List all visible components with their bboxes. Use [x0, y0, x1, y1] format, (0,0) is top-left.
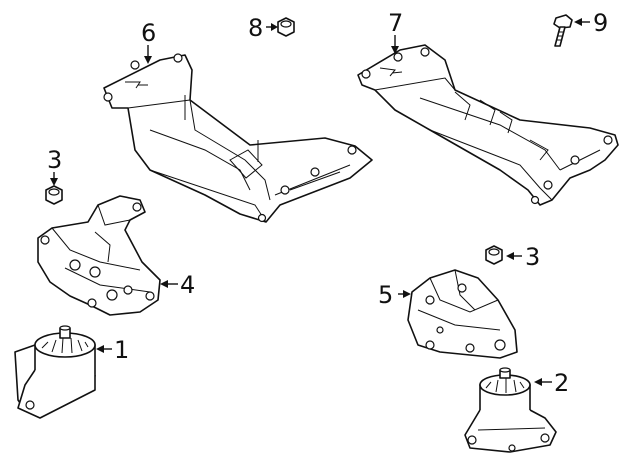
callout-9: 9 [593, 9, 608, 37]
bracket-5 [407, 269, 518, 359]
callout-2: 2 [554, 369, 569, 397]
leader-3-left [50, 172, 58, 186]
engine-mount-2 [464, 367, 557, 453]
leader-7 [391, 35, 399, 54]
bracket-4 [37, 195, 161, 316]
leader-4 [160, 280, 178, 288]
leader-9 [574, 18, 590, 26]
crossmember-right [357, 44, 619, 206]
callout-4: 4 [180, 271, 195, 299]
nut-3-right [485, 245, 503, 265]
callout-7: 7 [388, 9, 403, 37]
leader-5 [398, 290, 411, 298]
nut-8 [277, 17, 295, 37]
callout-3-left: 3 [47, 146, 62, 174]
leader-3-right [506, 252, 522, 260]
leader-2 [534, 378, 552, 386]
leader-8 [266, 23, 278, 31]
callout-3-right: 3 [525, 243, 540, 271]
leader-6 [144, 45, 152, 64]
leader-1 [96, 345, 112, 353]
callout-8: 8 [248, 14, 263, 42]
bolt-9 [553, 14, 573, 47]
nut-3-left [45, 185, 63, 205]
engine-mount-1 [14, 325, 96, 419]
callout-1: 1 [114, 336, 129, 364]
callout-5: 5 [378, 281, 393, 309]
crossmember-left [103, 53, 373, 223]
callout-6: 6 [141, 19, 156, 47]
